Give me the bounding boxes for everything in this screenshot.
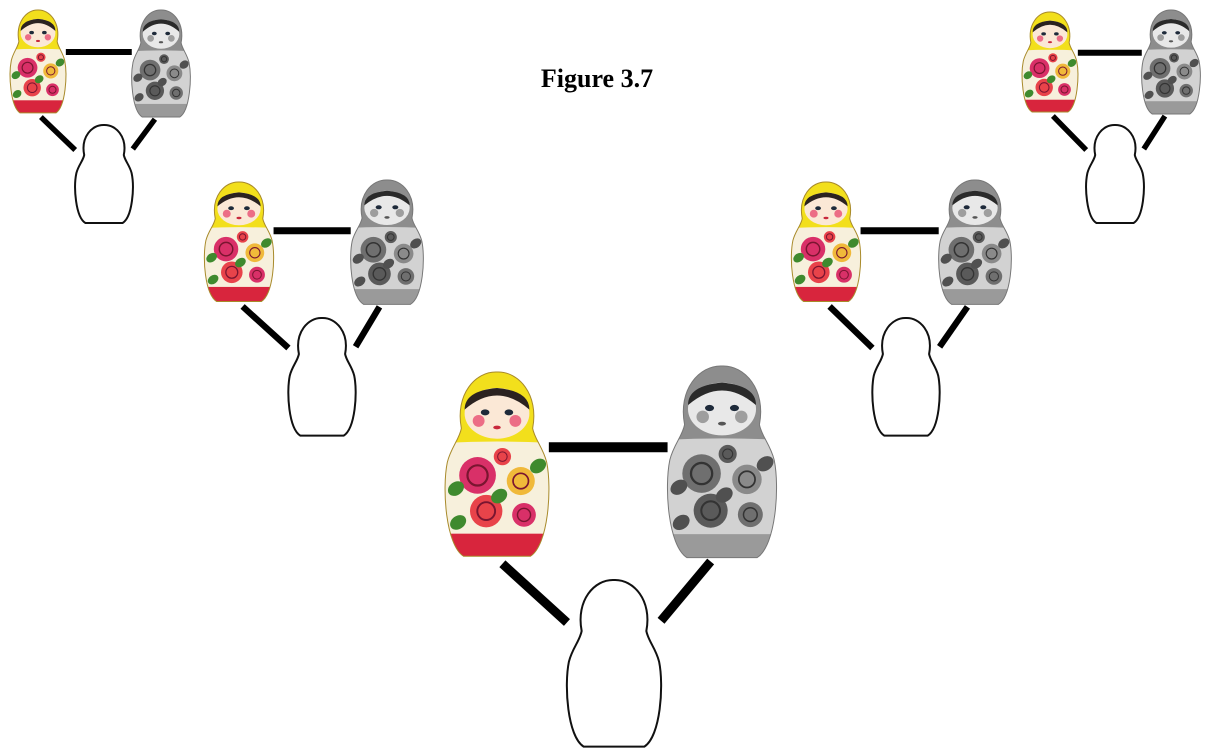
mid-left-father-gray-doll (350, 179, 424, 305)
bottom-center-mother-color-doll (444, 371, 550, 557)
bottom-center-father-descent-line (657, 558, 715, 624)
mid-right-child-outline-doll (871, 316, 941, 437)
top-right-father-gray-doll (1141, 9, 1201, 115)
mid-right-mother-color-doll (790, 181, 862, 303)
top-left-child-outline-doll (74, 123, 134, 224)
top-right-child-outline-doll (1085, 123, 1145, 224)
figure-title: Figure 3.7 (0, 64, 1206, 94)
mid-right-father-descent-line (937, 305, 971, 349)
top-left-father-descent-line (130, 117, 158, 151)
bottom-center-father-gray-doll (666, 365, 778, 559)
mid-right-father-gray-doll (938, 179, 1012, 305)
top-right-father-descent-line (1141, 114, 1168, 151)
top-left-mother-color-doll (9, 9, 67, 114)
mid-left-child-outline-doll (287, 316, 357, 437)
bottom-center-child-outline-doll (565, 578, 663, 748)
mid-left-mother-color-doll (203, 181, 275, 303)
mid-left-father-descent-line (352, 305, 383, 349)
figure-title-text: Figure 3.7 (540, 64, 654, 93)
top-right-mother-color-doll (1021, 11, 1079, 113)
top-right-mother-descent-line (1050, 114, 1089, 152)
top-left-father-gray-doll (131, 9, 191, 118)
mid-right-mother-descent-line (827, 304, 875, 351)
bottom-center-mother-descent-line (499, 560, 570, 626)
mid-left-mother-descent-line (240, 304, 291, 351)
top-left-mother-descent-line (39, 115, 78, 152)
